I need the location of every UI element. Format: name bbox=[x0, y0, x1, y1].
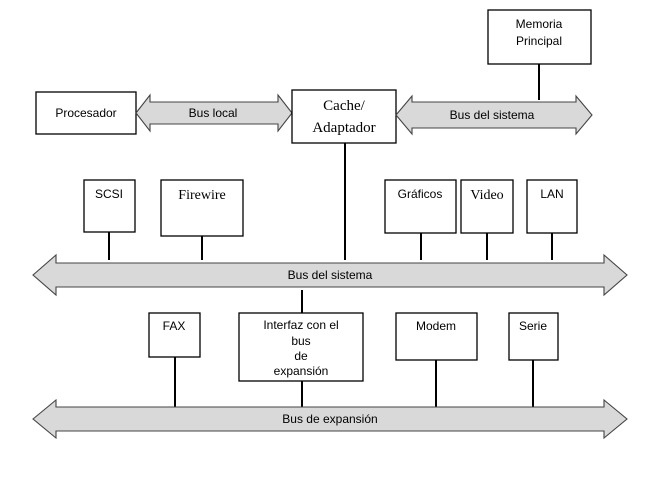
bus-del-sistema-mid: Bus del sistema bbox=[32, 253, 628, 297]
interfaz-label-line2: bus bbox=[291, 334, 310, 348]
video-box: Video bbox=[460, 179, 514, 234]
procesador-box: Procesador bbox=[35, 91, 137, 135]
interfaz-label-line1: Interfaz con el bbox=[263, 318, 338, 332]
serie-box: Serie bbox=[508, 312, 559, 361]
cache-label-line1: Cache/ bbox=[323, 98, 365, 114]
lan-label: LAN bbox=[540, 187, 563, 201]
firewire-label: Firewire bbox=[178, 188, 225, 203]
procesador-label: Procesador bbox=[55, 106, 116, 120]
interfaz-label-line3: de bbox=[294, 349, 308, 363]
interfaz-label-line4: expansión bbox=[274, 364, 329, 378]
bus-local: Bus local bbox=[135, 93, 293, 133]
modem-label: Modem bbox=[416, 319, 456, 333]
bus-de-expansion: Bus de expansión bbox=[32, 398, 628, 440]
video-label: Video bbox=[470, 188, 503, 203]
scsi-label: SCSI bbox=[95, 187, 123, 201]
cache-adaptador-box: Cache/ Adaptador bbox=[291, 89, 397, 144]
serie-label: Serie bbox=[519, 319, 547, 333]
lan-box: LAN bbox=[526, 179, 578, 234]
bus-del-sistema-top-label: Bus del sistema bbox=[450, 108, 535, 122]
memoria-principal-box: Memoria Principal bbox=[487, 9, 592, 65]
bus-local-label: Bus local bbox=[189, 106, 238, 120]
firewire-box: Firewire bbox=[160, 179, 244, 237]
interfaz-bus-expansion-box: Interfaz con el bus de expansión bbox=[238, 312, 364, 382]
scsi-box: SCSI bbox=[83, 179, 136, 233]
bus-de-expansion-label: Bus de expansión bbox=[282, 412, 377, 426]
graficos-box: Gráficos bbox=[384, 179, 457, 234]
graficos-label: Gráficos bbox=[398, 187, 443, 201]
memoria-principal-label-line2: Principal bbox=[516, 34, 562, 48]
modem-box: Modem bbox=[395, 312, 478, 361]
cache-label-line2: Adaptador bbox=[312, 120, 375, 136]
memoria-principal-label-line1: Memoria bbox=[516, 17, 563, 31]
bus-del-sistema-mid-label: Bus del sistema bbox=[288, 268, 373, 282]
fax-box: FAX bbox=[148, 312, 201, 358]
fax-label: FAX bbox=[163, 319, 186, 333]
bus-del-sistema-top: Bus del sistema bbox=[395, 94, 593, 136]
